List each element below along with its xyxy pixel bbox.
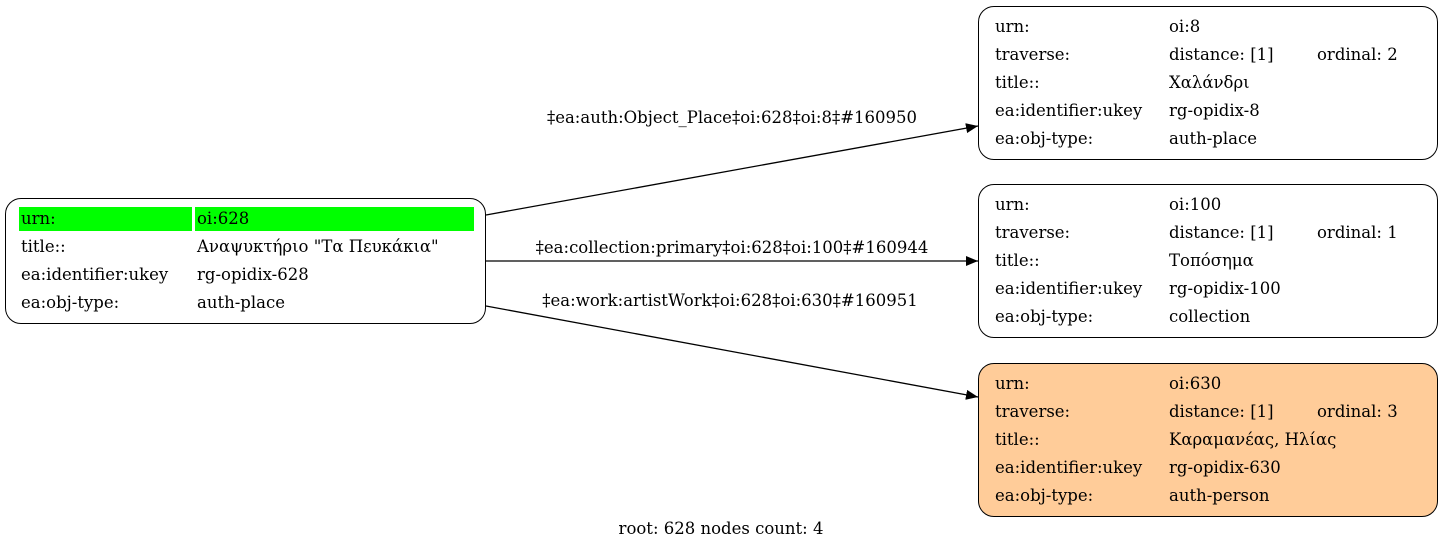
node-key: title:: — [995, 251, 1040, 270]
node-key: ea:identifier:ukey — [995, 101, 1143, 120]
root-node-oi628[interactable]: urn: oi:628 title:: Αναψυκτήριο "Τα Πευκ… — [5, 198, 486, 324]
node-distance: distance: [1] — [1169, 223, 1274, 242]
node-key: ea:identifier:ukey — [995, 279, 1143, 298]
node-value: oi:630 — [1169, 374, 1222, 393]
root-key-urn: urn: — [19, 207, 192, 231]
node-key: urn: — [995, 374, 1030, 393]
root-value-title: Αναψυκτήριο "Τα Πευκάκια" — [197, 237, 439, 256]
node-distance: distance: [1] — [1169, 402, 1274, 421]
node-value: auth-person — [1169, 486, 1270, 505]
edge-line-oi630 — [485, 305, 979, 400]
node-value: Τοπόσημα — [1169, 251, 1254, 270]
root-key-ukey: ea:identifier:ukey — [21, 265, 169, 284]
node-key: ea:identifier:ukey — [995, 458, 1143, 477]
edge-label-oi100: ‡ea:collection:primary‡oi:628‡oi:100‡#16… — [535, 238, 929, 257]
node-key: ea:obj-type: — [995, 307, 1094, 326]
node-value: Χαλάνδρι — [1169, 73, 1250, 92]
node-value: oi:100 — [1169, 195, 1222, 214]
root-value-urn: oi:628 — [195, 207, 474, 231]
node-key: urn: — [995, 195, 1030, 214]
graph-caption: root: 628 nodes count: 4 — [618, 519, 824, 538]
node-key: traverse: — [995, 402, 1071, 421]
node-distance: distance: [1] — [1169, 45, 1274, 64]
node-value: rg-opidix-630 — [1169, 458, 1281, 477]
node-key: ea:obj-type: — [995, 129, 1094, 148]
node-key: traverse: — [995, 223, 1071, 242]
root-key-title: title:: — [21, 237, 66, 256]
node-value: Καραμανέας, Ηλίας — [1169, 430, 1337, 449]
node-value: rg-opidix-8 — [1169, 101, 1260, 120]
node-key: urn: — [995, 17, 1030, 36]
root-key-type: ea:obj-type: — [21, 293, 120, 312]
node-oi630[interactable]: urn: oi:630 traverse: distance: [1] ordi… — [978, 363, 1438, 517]
node-ordinal: ordinal: 1 — [1317, 223, 1398, 242]
root-value-type: auth-place — [197, 293, 285, 312]
node-ordinal: ordinal: 3 — [1317, 402, 1398, 421]
node-oi100[interactable]: urn: oi:100 traverse: distance: [1] ordi… — [978, 184, 1438, 338]
node-value: rg-opidix-100 — [1169, 279, 1281, 298]
node-value: auth-place — [1169, 129, 1257, 148]
node-value: oi:8 — [1169, 17, 1201, 36]
edge-line-oi8 — [485, 123, 979, 216]
node-ordinal: ordinal: 2 — [1317, 45, 1398, 64]
root-value-ukey: rg-opidix-628 — [197, 265, 309, 284]
edge-label-oi8: ‡ea:auth:Object_Place‡oi:628‡oi:8‡#16095… — [546, 108, 918, 127]
node-key: ea:obj-type: — [995, 486, 1094, 505]
node-oi8[interactable]: urn: oi:8 traverse: distance: [1] ordina… — [978, 6, 1438, 160]
node-key: title:: — [995, 430, 1040, 449]
node-key: traverse: — [995, 45, 1071, 64]
node-value: collection — [1169, 307, 1251, 326]
edge-label-oi630: ‡ea:work:artistWork‡oi:628‡oi:630‡#16095… — [542, 291, 918, 310]
node-key: title:: — [995, 73, 1040, 92]
